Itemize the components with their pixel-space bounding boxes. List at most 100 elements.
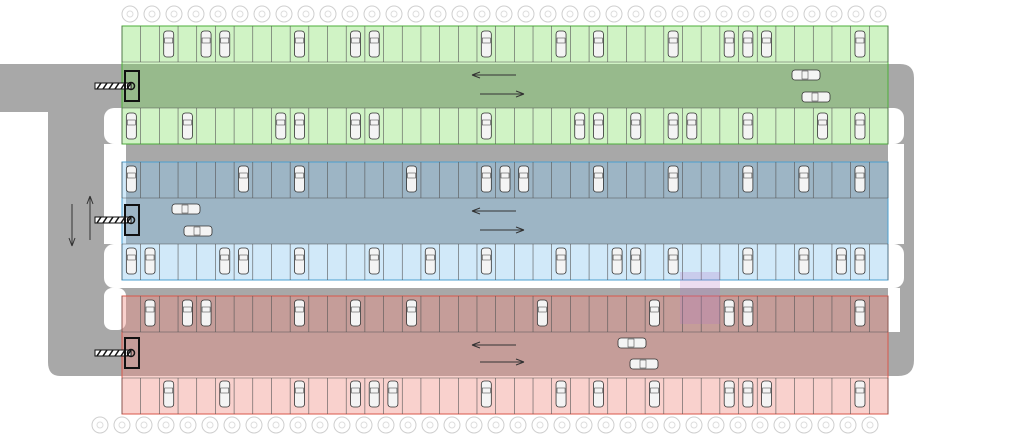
tree-icon: [272, 421, 280, 429]
car-icon: [219, 380, 231, 408]
tree-icon: [434, 10, 442, 18]
car-window: [351, 119, 360, 126]
car-window: [801, 70, 809, 80]
tree-icon: [698, 10, 706, 18]
tree-icon: [404, 421, 412, 429]
car-window: [388, 387, 398, 394]
car-icon: [630, 112, 642, 140]
car-window: [855, 387, 865, 394]
tree-icon: [236, 10, 244, 18]
car-icon: [171, 203, 201, 215]
tree-icon: [157, 416, 175, 434]
car-icon: [350, 112, 361, 140]
tree-icon: [517, 5, 535, 23]
car-window: [276, 119, 286, 126]
tree-icon: [668, 421, 676, 429]
car-icon: [555, 30, 567, 58]
tree-icon: [869, 5, 887, 23]
tree-icon: [602, 421, 610, 429]
car-icon: [742, 380, 754, 408]
car-icon: [480, 30, 492, 58]
tree-icon: [553, 416, 571, 434]
car-window: [127, 172, 136, 179]
car-window: [482, 254, 491, 261]
tree-icon: [715, 5, 733, 23]
car-icon: [798, 247, 810, 275]
car-window: [650, 306, 659, 313]
car-icon: [125, 247, 137, 275]
tree-icon: [184, 421, 192, 429]
tree-icon: [781, 5, 799, 23]
tree-icon: [385, 5, 403, 23]
tree-icon: [223, 416, 241, 434]
tree-icon: [558, 421, 566, 429]
tree-icon: [844, 421, 852, 429]
tree-icon: [509, 416, 527, 434]
car-icon: [480, 165, 492, 193]
car-icon: [854, 30, 866, 58]
tree-icon: [346, 10, 354, 18]
tree-icon: [465, 416, 483, 434]
car-window: [762, 37, 771, 44]
car-icon: [742, 30, 754, 58]
car-icon: [555, 247, 567, 275]
car-icon: [761, 30, 772, 58]
barrier-stripe: [96, 349, 102, 357]
car-icon: [294, 112, 305, 140]
barrier-pivot: [126, 81, 136, 91]
island: [888, 288, 900, 332]
car-window: [724, 37, 734, 44]
tree-icon: [795, 416, 813, 434]
car-window: [183, 119, 192, 126]
tree-icon: [143, 5, 161, 23]
tree-icon: [492, 421, 500, 429]
tree-icon: [663, 416, 681, 434]
car-icon: [350, 380, 361, 408]
car-window: [295, 119, 304, 126]
car-window: [145, 306, 155, 313]
tree-icon: [778, 421, 786, 429]
car-icon: [761, 380, 772, 408]
barrier-stripe: [108, 216, 114, 224]
car-icon: [238, 247, 249, 275]
car-window: [743, 387, 753, 394]
car-icon: [294, 299, 305, 327]
car-window: [407, 172, 416, 179]
car-icon: [723, 30, 735, 58]
tree-icon: [773, 416, 791, 434]
barrier-pivot: [126, 348, 136, 358]
car-icon: [593, 165, 604, 193]
car-window: [743, 254, 753, 261]
tree-icon: [646, 421, 654, 429]
barrier-post: [124, 337, 140, 369]
tree-icon: [311, 416, 329, 434]
car-icon: [593, 112, 604, 140]
tree-icon: [96, 421, 104, 429]
tree-icon: [126, 10, 134, 18]
car-window: [668, 172, 678, 179]
tree-icon: [443, 416, 461, 434]
tree-icon: [531, 416, 549, 434]
barrier-stripe: [102, 82, 108, 90]
tree-icon: [206, 421, 214, 429]
car-window: [369, 387, 379, 394]
tree-icon: [289, 416, 307, 434]
tree-icon: [822, 421, 830, 429]
car-icon: [617, 337, 647, 349]
car-icon: [294, 165, 305, 193]
car-window: [145, 254, 155, 261]
car-window: [538, 306, 547, 313]
car-window: [201, 37, 211, 44]
car-window: [631, 119, 641, 126]
tree-icon: [685, 416, 703, 434]
car-icon: [238, 165, 249, 193]
car-window: [855, 254, 865, 261]
tree-icon: [825, 5, 843, 23]
car-window: [855, 119, 865, 126]
tree-icon: [209, 5, 227, 23]
car-window: [799, 254, 809, 261]
tree-icon: [302, 10, 310, 18]
car-icon: [499, 165, 511, 193]
tree-icon: [588, 10, 596, 18]
